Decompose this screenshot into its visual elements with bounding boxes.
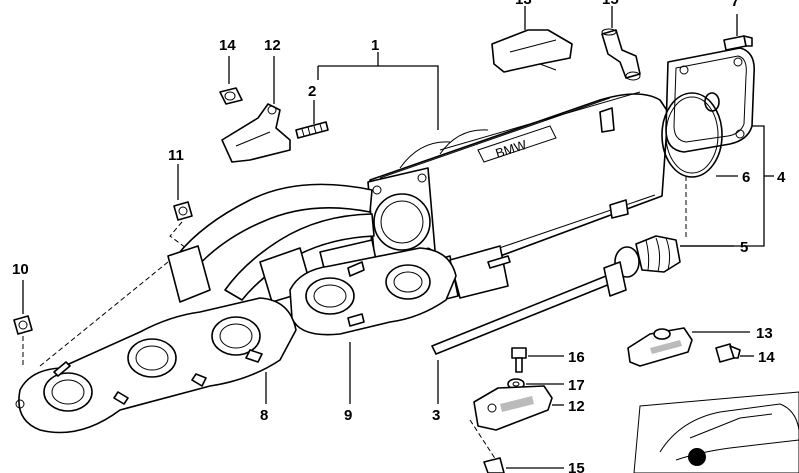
- callout-9: 9: [344, 407, 352, 424]
- callout-8: 8: [260, 407, 268, 424]
- stud-2: [295, 121, 329, 139]
- callout-12-lower: 12: [568, 398, 585, 415]
- gasket-ring-6: [661, 92, 723, 178]
- bracket-13-right: [627, 327, 693, 367]
- nut-10: [13, 315, 33, 335]
- callout-16: 16: [568, 349, 585, 366]
- bracket-13-top: [491, 29, 573, 73]
- bolt-7: [723, 35, 753, 51]
- callout-13-right: 13: [756, 325, 773, 342]
- leader-lines: [22, 6, 774, 469]
- callout-17: 17: [568, 377, 585, 394]
- callout-13-top: 13: [515, 0, 532, 8]
- exhaust-manifold-rear: [289, 247, 457, 336]
- callout-14-right: 14: [758, 349, 775, 366]
- callout-4: 4: [777, 169, 786, 186]
- callout-2: 2: [308, 83, 316, 100]
- callout-14-top: 14: [219, 37, 236, 54]
- nut-14-right: [715, 343, 741, 363]
- elbow-15-top: [601, 28, 641, 81]
- callout-15-top: 15: [602, 0, 619, 8]
- bracket-12-top: [221, 103, 291, 163]
- callout-12-top: 12: [264, 37, 281, 54]
- callout-1: 1: [371, 37, 379, 54]
- exhaust-manifold-front: [15, 297, 297, 434]
- callout-10: 10: [12, 261, 29, 278]
- engine-location-marker: [688, 448, 706, 466]
- callout-7: 7: [731, 0, 739, 10]
- callout-5: 5: [740, 239, 748, 256]
- cover-plate: [665, 47, 756, 153]
- car-thumbnail: [633, 391, 799, 473]
- bracket-12-lower: [473, 385, 553, 431]
- callout-6: 6: [742, 169, 750, 186]
- bolt-16: [511, 347, 527, 373]
- callout-3: 3: [432, 407, 440, 424]
- nut-14-top: [219, 87, 243, 105]
- rod-3: [431, 261, 627, 355]
- callout-labels: 1 2 3 4 5 6 7 8 9 10 11 12 12 13 13 14 1…: [12, 0, 786, 473]
- callout-15-lower: 15: [568, 460, 585, 473]
- nut-11: [173, 201, 193, 221]
- nut-15-lower: [483, 457, 505, 473]
- bellows-5: [614, 235, 681, 278]
- callout-11: 11: [168, 147, 184, 164]
